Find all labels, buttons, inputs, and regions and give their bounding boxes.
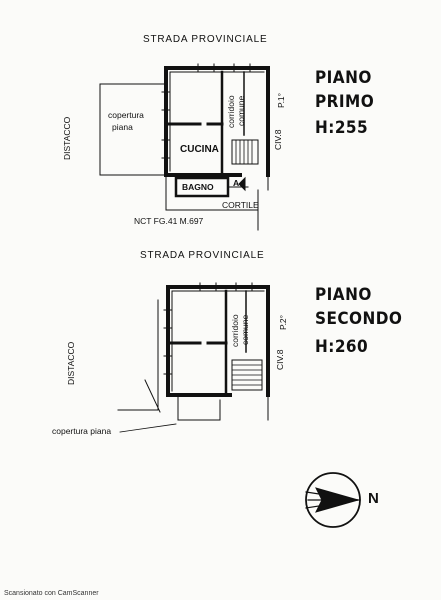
lower-civ-label: CIV.8 bbox=[275, 349, 285, 370]
upper-plan-walls bbox=[99, 63, 270, 231]
upper-copertura-line2: piana bbox=[112, 122, 133, 132]
north-arrow-icon bbox=[305, 472, 361, 528]
room-cucina-label: CUCINA bbox=[180, 144, 219, 155]
lower-level-height: H:260 bbox=[315, 337, 369, 357]
upper-corridor-line1: corridoio bbox=[226, 95, 236, 128]
lower-floor-tag: P.2° bbox=[278, 314, 288, 330]
upper-level-height: H:255 bbox=[315, 118, 369, 138]
upper-distacco-label: DISTACCO bbox=[62, 116, 72, 160]
north-label: N bbox=[368, 490, 379, 507]
lower-level-title: PIANO bbox=[315, 285, 372, 305]
room-bagno-label: BAGNO bbox=[182, 182, 214, 192]
upper-floor-tag: P.1° bbox=[276, 92, 286, 108]
cadastral-reference: NCT FG.41 M.697 bbox=[134, 216, 204, 226]
entrance-mark: A bbox=[233, 178, 240, 188]
lower-distacco-label: DISTACCO bbox=[66, 341, 76, 385]
upper-street-label: STRADA PROVINCIALE bbox=[143, 34, 268, 45]
lower-corridor-line2: comune bbox=[240, 314, 250, 345]
upper-copertura-line1: copertura bbox=[108, 110, 144, 120]
lower-plan-walls bbox=[117, 282, 270, 433]
upper-civ-label: CIV.8 bbox=[273, 129, 283, 150]
lower-copertura-label: copertura piana bbox=[52, 426, 112, 436]
room-cortile-label: CORTILE bbox=[222, 200, 259, 210]
upper-level-name: PRIMO bbox=[315, 92, 375, 112]
upper-corridor-line2: comune bbox=[236, 95, 246, 126]
lower-corridor-line1: corridoio bbox=[230, 314, 240, 347]
lower-level-name: SECONDO bbox=[315, 309, 403, 329]
scanner-watermark: Scansionato con CamScanner bbox=[4, 590, 99, 597]
upper-level-title: PIANO bbox=[315, 68, 372, 88]
lower-street-label: STRADA PROVINCIALE bbox=[140, 250, 265, 261]
